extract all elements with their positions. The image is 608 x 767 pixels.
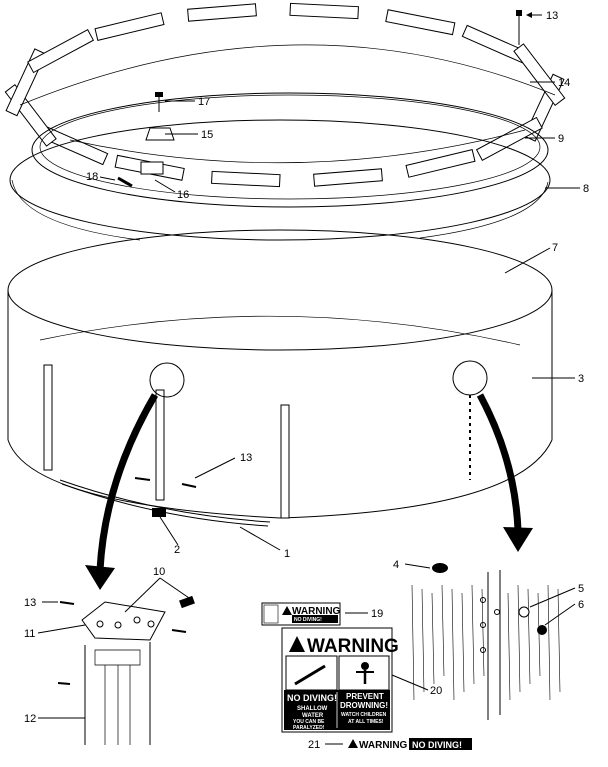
- wall-corrugation: [461, 592, 465, 693]
- callout-11: 11: [24, 628, 35, 640]
- callout-1: 1: [284, 548, 290, 560]
- wall-corrugation: [547, 584, 551, 701]
- callout-13-top: 13: [546, 10, 558, 22]
- rail-segment: [187, 3, 257, 22]
- callout-10: 10: [153, 566, 165, 578]
- wall-corrugation: [441, 584, 445, 677]
- warning-strip-title: WARNING: [359, 740, 408, 751]
- wall-corrugation: [421, 588, 425, 693]
- rail-segment: [475, 116, 543, 161]
- warning-right-head1: PREVENT: [346, 692, 384, 701]
- callout-labels: 13 14 9 8 7 3 17 15 18 16 13 2 1 10 13 1…: [24, 10, 589, 751]
- warning-label-19: WARNING NO DIVING!: [261, 602, 341, 626]
- rail-segment: [405, 149, 476, 178]
- callout-20: 20: [430, 685, 442, 697]
- callout-9: 9: [558, 133, 564, 145]
- rail-segment: [385, 9, 456, 36]
- callout-15: 15: [201, 129, 213, 141]
- callout-6: 6: [578, 599, 584, 611]
- top-plate-ring-9: [31, 92, 549, 208]
- warning-right-head2: DROWNING!: [340, 701, 388, 710]
- wall-corrugation: [527, 588, 531, 685]
- warning-sign-20: WARNING NO DIVING! SHALLOW WATER YOU CAN…: [281, 627, 399, 733]
- warning-strip-text: NO DIVING!: [412, 740, 462, 750]
- rail-segment: [313, 168, 383, 187]
- rail-segment: [94, 12, 165, 41]
- wall-corrugation: [507, 592, 511, 701]
- wall-corrugation: [481, 588, 485, 677]
- callout-18: 18: [86, 171, 98, 183]
- wall-corrugation: [517, 584, 521, 693]
- rail-segment: [27, 29, 95, 74]
- callout-13-left: 13: [24, 597, 36, 609]
- warning-big-title: WARNING: [307, 636, 399, 657]
- top-cap-parts: [117, 10, 522, 188]
- callout-12: 12: [24, 713, 36, 725]
- rail-segment: [289, 2, 359, 20]
- callout-7: 7: [552, 242, 558, 254]
- warning-left-l4: PARALYZED!: [293, 725, 325, 731]
- callout-17: 17: [198, 96, 210, 108]
- rail-segment: [513, 43, 566, 106]
- liner-overlap-ring-8: [9, 119, 551, 241]
- callout-8: 8: [583, 183, 589, 195]
- top-rail-ring: [4, 2, 566, 188]
- leader-lines: [37, 12, 580, 745]
- warning-left-l2: WATER: [302, 713, 324, 719]
- warning-right-l2: AT ALL TIMES!: [348, 719, 384, 725]
- callout-21: 21: [308, 739, 320, 751]
- warning-small-line1: NO DIVING!: [294, 617, 322, 623]
- wall-corrugation: [537, 592, 541, 677]
- pool-body: [7, 229, 553, 527]
- wall-corrugation: [431, 592, 435, 685]
- warning-left-l1: SHALLOW: [297, 706, 328, 712]
- callout-16: 16: [177, 189, 189, 201]
- upright: [43, 364, 53, 471]
- warning-right-l1: WATCH CHILDREN: [341, 712, 387, 718]
- upright: [280, 404, 290, 519]
- rail-segment: [211, 170, 281, 188]
- callout-14: 14: [558, 77, 570, 89]
- callout-2: 2: [174, 544, 180, 556]
- wall-corrugation: [471, 584, 475, 685]
- wall-corrugation: [557, 588, 561, 693]
- warning-left-l3: YOU CAN BE: [293, 719, 325, 725]
- warning-small-title: WARNING: [292, 606, 341, 617]
- detail-top-cap: [57, 595, 195, 745]
- warning-left-head: NO DIVING!: [287, 693, 337, 703]
- upright: [155, 389, 165, 501]
- arrow-head-right: [503, 527, 533, 552]
- callout-3: 3: [578, 373, 584, 385]
- wall-corrugation: [451, 588, 455, 701]
- detail-wall-joint: [411, 563, 561, 720]
- callout-5: 5: [578, 583, 584, 595]
- detail-arrows: [85, 393, 533, 590]
- warning-strip-21: WARNING NO DIVING!: [348, 738, 472, 751]
- callout-19: 19: [371, 608, 383, 620]
- arrow-head-left: [85, 565, 115, 590]
- callout-4: 4: [393, 559, 399, 571]
- callout-13-mid: 13: [240, 452, 252, 464]
- wall-corrugation: [411, 584, 415, 701]
